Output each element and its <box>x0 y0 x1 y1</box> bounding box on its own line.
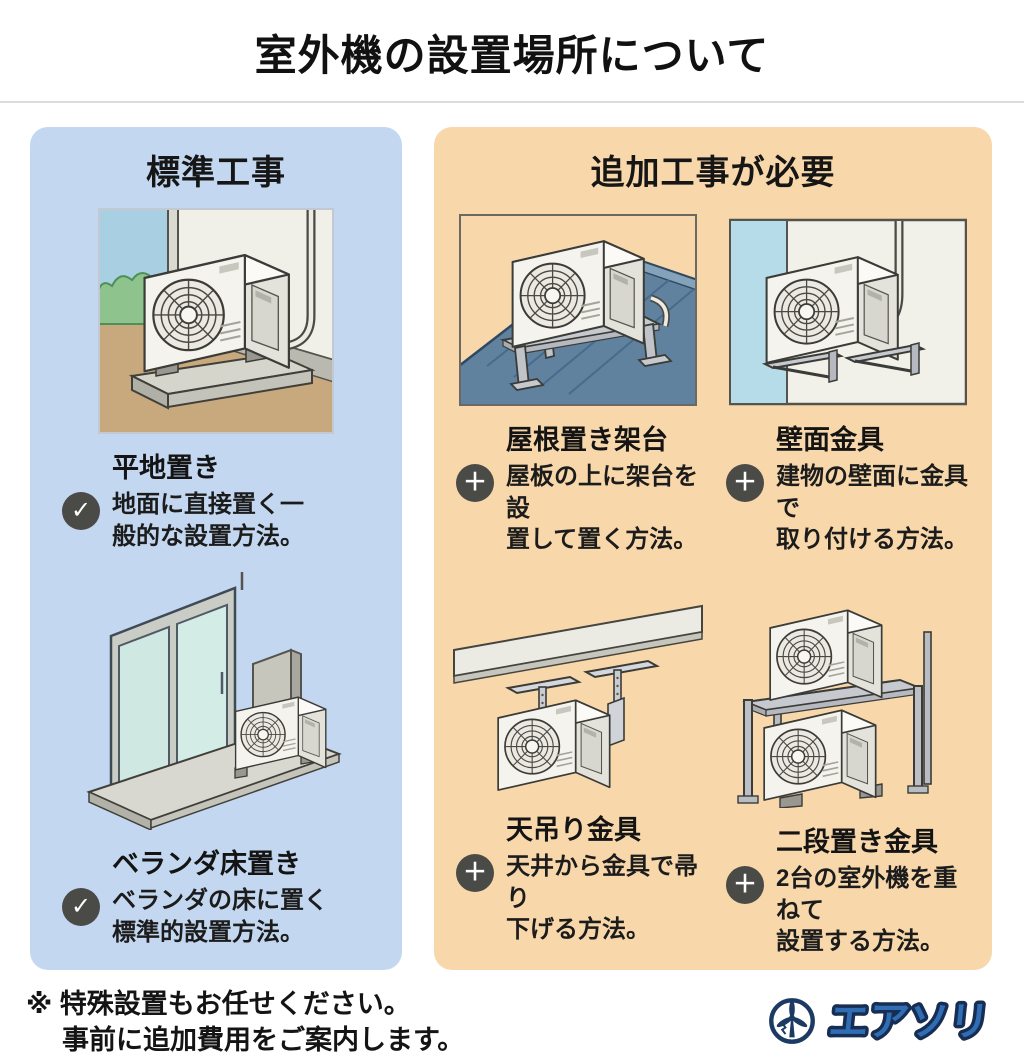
item-description: 建物の壁面に金具で 取り付ける方法。 <box>776 463 968 554</box>
footnote-line1: ※ 特殊設置もお任せください。 <box>26 989 411 1020</box>
fan-logo-icon <box>769 998 815 1044</box>
plus-glyph: ＋ <box>463 859 487 887</box>
right-panel-heading: 追加工事が必要 <box>590 154 836 192</box>
plus-icon: ＋ <box>726 464 764 502</box>
cell-wall-bracket: 壁面金具 ＋ 建物の壁面に金具で 取り付ける方法。 <box>722 204 974 556</box>
page-title: 室外機の設置場所について <box>254 32 770 79</box>
balcony-placement-illustration <box>48 572 384 831</box>
brand-logotype: エアソリ <box>823 997 995 1048</box>
item-description: 地面に直接置く一 般的な設置方法。 <box>112 491 304 550</box>
brand-logo: エアソリ <box>768 992 998 1050</box>
plus-glyph: ＋ <box>733 469 757 496</box>
cell-two-tier: 二段置き金具 ＋ 2台の室外機を重ねて 設置する方法。 <box>722 582 974 958</box>
panels-row: 標準工事 <box>0 103 1024 971</box>
footnote-line2: 事前に追加費用をご案内します。 <box>62 1025 465 1056</box>
cell-ceiling-hang: 天吊り金具 ＋ 天井から金具で帚り 下げる方法。 <box>452 582 704 958</box>
brand-name: エアソリ <box>827 1000 992 1044</box>
ground-placement-illustration <box>48 208 384 434</box>
item-description: 2台の室外機を重ねて 設置する方法。 <box>776 865 958 956</box>
header-divider <box>0 101 1024 103</box>
item-title: 屋根置き架台 <box>506 425 668 455</box>
item-title: 天吊り金具 <box>506 815 641 846</box>
plus-icon: ＋ <box>456 854 494 893</box>
two-tier-illustration <box>722 592 974 809</box>
list-item-wall-bracket: 壁面金具 ＋ 建物の壁面に金具で 取り付ける方法。 <box>726 418 974 556</box>
check-icon: ✓ <box>62 492 100 530</box>
check-glyph: ✓ <box>70 497 92 524</box>
list-item-two-tier: 二段置き金具 ＋ 2台の室外機を重ねて 設置する方法。 <box>726 820 974 958</box>
item-title: 平地置き <box>112 453 220 483</box>
roof-stand-illustration <box>452 214 704 406</box>
item-title: 二段置き金具 <box>776 827 938 858</box>
cell-roof-stand: 屋根置き架台 ＋ 屋板の上に架台を設 置して置く方法。 <box>452 204 704 556</box>
additional-work-grid: 屋根置き架台 ＋ 屋板の上に架台を設 置して置く方法。 <box>452 204 974 958</box>
item-title: 壁面金具 <box>776 425 884 455</box>
plus-icon: ＋ <box>726 866 764 905</box>
item-title: ベランダ床置き <box>112 849 301 880</box>
additional-work-panel: 追加工事が必要 <box>434 127 992 971</box>
item-description: 天井から金具で帚り 下げる方法。 <box>506 853 698 944</box>
check-icon: ✓ <box>62 888 100 927</box>
left-panel-heading: 標準工事 <box>146 154 286 192</box>
plus-icon: ＋ <box>456 464 494 502</box>
list-item-balcony-floor: ベランダ床置き ✓ ベランダの床に置く 標準的設置方法。 <box>62 842 384 948</box>
footnote: ※ 特殊設置もお任せください。 事前に追加費用をご案内します。 <box>26 986 464 1059</box>
list-item-roof-stand: 屋根置き架台 ＋ 屋板の上に架台を設 置して置く方法。 <box>456 418 704 556</box>
footer: ※ 特殊設置もお任せください。 事前に追加費用をご案内します。 エアソリ <box>0 970 1024 1059</box>
item-description: ベランダの床に置く 標準的設置方法。 <box>112 887 328 947</box>
wall-bracket-illustration <box>722 214 974 406</box>
plus-glyph: ＋ <box>733 871 757 899</box>
list-item-flat-ground: 平地置き ✓ 地面に直接置く一 般的な設置方法。 <box>62 446 384 552</box>
check-glyph: ✓ <box>70 893 92 921</box>
item-description: 屋板の上に架台を設 置して置く方法。 <box>506 463 698 554</box>
list-item-ceiling-hang: 天吊り金具 ＋ 天井から金具で帚り 下げる方法。 <box>456 808 704 946</box>
standard-installation-panel: 標準工事 <box>30 127 402 971</box>
plus-glyph: ＋ <box>463 469 487 496</box>
ceiling-hang-illustration <box>452 592 704 796</box>
